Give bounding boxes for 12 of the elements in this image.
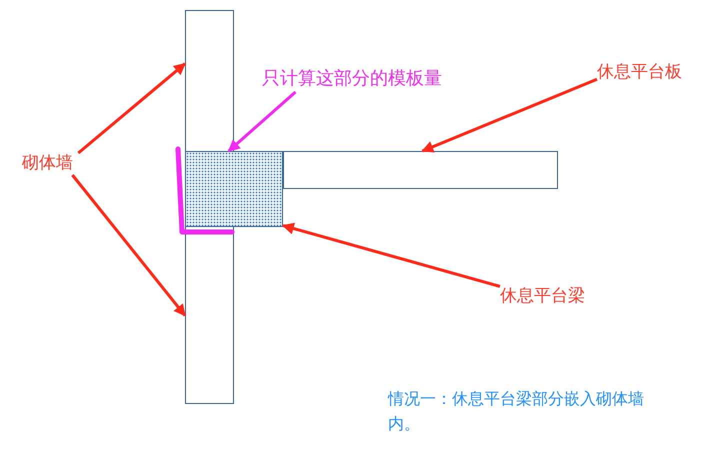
case-note: 情况一：休息平台梁部分嵌入砌体墙内。 <box>388 388 645 435</box>
arrow <box>282 222 500 288</box>
arrow <box>421 78 598 152</box>
landing-beam <box>185 151 283 227</box>
beam-label: 休息平台梁 <box>500 286 585 306</box>
landing-slab <box>283 151 558 189</box>
arrow <box>71 174 186 316</box>
formwork-note: 只计算这部分的模板量 <box>262 68 442 90</box>
wall-label: 砌体墙 <box>22 153 73 174</box>
arrow <box>77 62 186 154</box>
arrow <box>228 90 296 152</box>
slab-label: 休息平台板 <box>597 62 682 82</box>
